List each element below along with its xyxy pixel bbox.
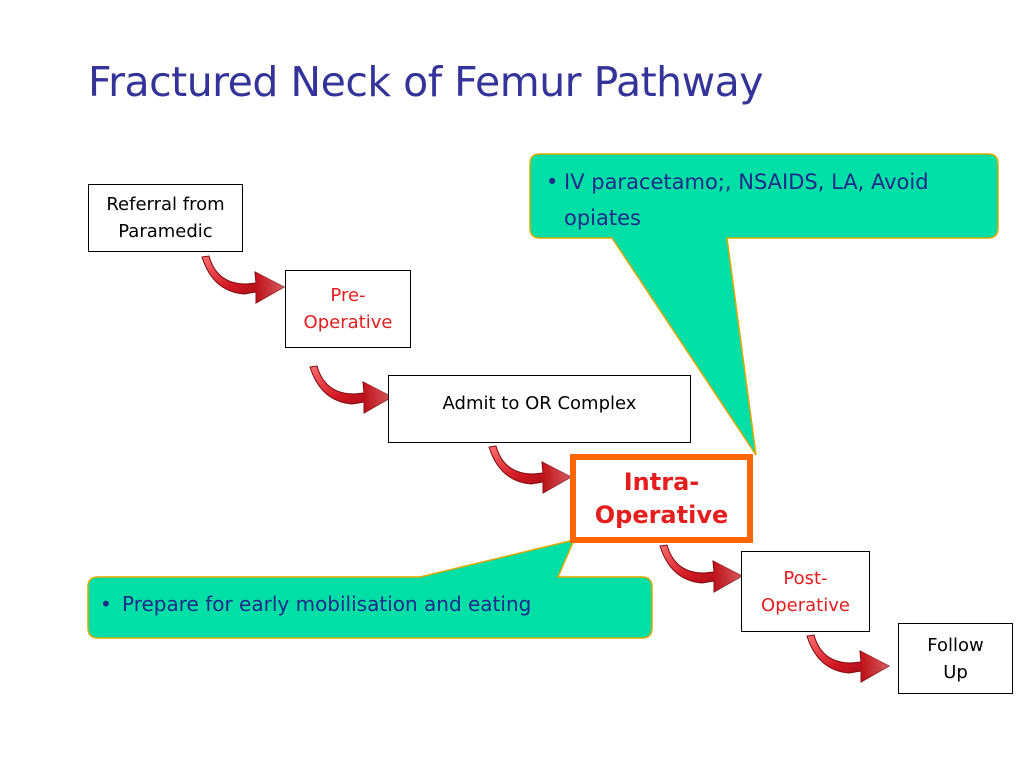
- curved-arrow-icon: [309, 365, 393, 414]
- step-intra-operative: Intra- Operative: [570, 454, 753, 543]
- bullet-icon: •: [100, 592, 112, 616]
- step-pre-operative: Pre- Operative: [285, 270, 411, 348]
- curved-arrow-icon: [201, 255, 285, 304]
- curved-arrow-icon: [488, 445, 572, 494]
- curved-arrow-icon: [659, 544, 743, 593]
- callout-bottom: [87, 538, 653, 639]
- curved-arrow-icon: [806, 634, 890, 683]
- callout-bottom-body: Prepare for early mobilisation and eatin…: [122, 592, 532, 616]
- step-admit: Admit to OR Complex: [388, 375, 691, 443]
- bullet-icon: •: [546, 170, 559, 194]
- callout-top: [529, 153, 999, 456]
- callout-top-text: • IV paracetamo;, NSAIDS, LA, Avoid opia…: [546, 164, 986, 236]
- step-follow-up: Follow Up: [898, 623, 1013, 694]
- step-post-operative: Post- Operative: [741, 551, 870, 632]
- callout-top-body: IV paracetamo;, NSAIDS, LA, Avoid opiate…: [564, 170, 929, 230]
- callout-bottom-text: • Prepare for early mobilisation and eat…: [100, 586, 640, 622]
- step-referral: Referral from Paramedic: [88, 184, 243, 252]
- page-title: Fractured Neck of Femur Pathway: [88, 58, 764, 106]
